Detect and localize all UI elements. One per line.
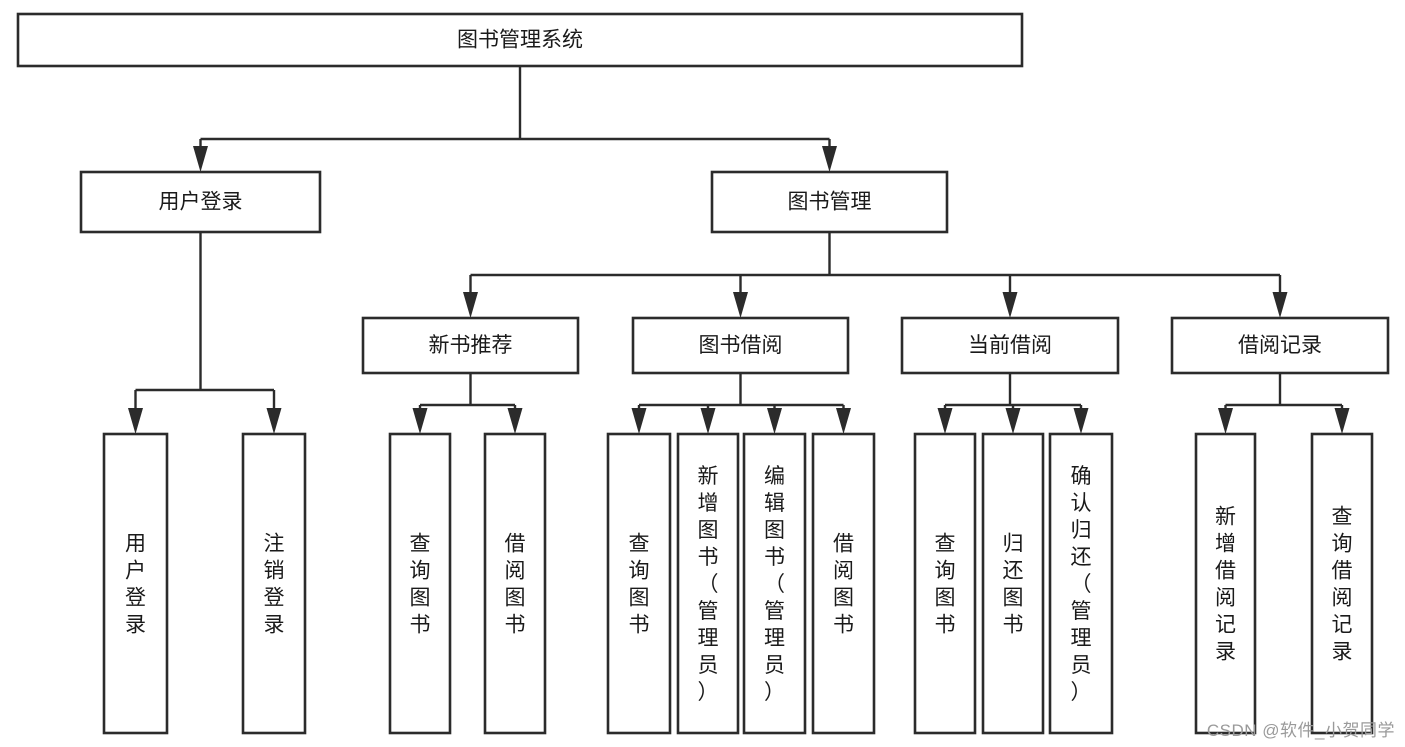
- node-box-borrow-record: [1170, 316, 1390, 375]
- node-borrow-record[interactable]: 借阅记录: [1170, 316, 1390, 375]
- node-leaf-query-book-1[interactable]: 查询图书: [388, 432, 452, 735]
- node-label-root: 图书管理系统: [457, 29, 583, 52]
- node-leaf-add-book[interactable]: 新增图书（管理员）: [676, 432, 740, 735]
- node-label-leaf-return-book: 归还图书: [1003, 533, 1024, 637]
- node-leaf-query-book-2[interactable]: 查询图书: [606, 432, 672, 735]
- connector-group-user-login: [128, 232, 282, 434]
- connector-group-new-book-rec: [412, 373, 523, 434]
- node-label-current-borrow: 当前借阅: [968, 334, 1052, 357]
- node-label-leaf-user-login: 用户登录: [125, 533, 146, 637]
- node-label-user-login: 用户登录: [159, 191, 243, 214]
- node-label-new-book-rec: 新书推荐: [429, 334, 513, 357]
- node-leaf-add-record[interactable]: 新增借阅记录: [1194, 432, 1257, 735]
- arrow-head-icon: [1002, 292, 1018, 318]
- node-label-leaf-query-book-2: 查询图书: [629, 533, 650, 637]
- node-leaf-borrow-book-1[interactable]: 借阅图书: [483, 432, 547, 735]
- arrow-head-icon: [507, 408, 523, 434]
- node-box-user-login: [79, 170, 322, 234]
- node-box-leaf-user-login: [102, 432, 169, 735]
- node-label-leaf-edit-book: 编辑图书（管理员）: [764, 465, 785, 704]
- node-label-leaf-add-record: 新增借阅记录: [1215, 506, 1236, 664]
- node-box-leaf-borrow-book-2: [811, 432, 876, 735]
- node-label-leaf-confirm-return: 确认归还（管理员）: [1071, 465, 1092, 704]
- connector-layer: [128, 66, 1350, 434]
- node-leaf-borrow-book-2[interactable]: 借阅图书: [811, 432, 876, 735]
- node-label-borrow-record: 借阅记录: [1238, 334, 1322, 357]
- connector-group-current-borrow: [937, 373, 1089, 434]
- node-leaf-edit-book[interactable]: 编辑图书（管理员）: [742, 432, 807, 735]
- node-leaf-query-book-3[interactable]: 查询图书: [913, 432, 977, 735]
- node-leaf-confirm-return[interactable]: 确认归还（管理员）: [1048, 432, 1114, 735]
- arrow-head-icon: [1005, 408, 1021, 434]
- node-leaf-logout[interactable]: 注销登录: [241, 432, 307, 735]
- node-book-manage[interactable]: 图书管理: [710, 170, 949, 234]
- node-box-leaf-query-book-1: [388, 432, 452, 735]
- node-user-login[interactable]: 用户登录: [79, 170, 322, 234]
- arrow-head-icon: [1272, 292, 1288, 318]
- arrow-head-icon: [767, 408, 782, 434]
- arrow-head-icon: [822, 146, 837, 172]
- node-box-leaf-query-record: [1310, 432, 1374, 735]
- node-box-leaf-query-book-2: [606, 432, 672, 735]
- arrow-head-icon: [1218, 408, 1233, 434]
- arrow-head-icon: [836, 408, 851, 434]
- connector-group-borrow-record: [1218, 373, 1350, 434]
- arrow-head-icon: [733, 292, 748, 318]
- node-box-current-borrow: [900, 316, 1120, 375]
- arrow-head-icon: [937, 408, 953, 434]
- node-box-leaf-add-record: [1194, 432, 1257, 735]
- node-label-book-borrow: 图书借阅: [699, 334, 783, 357]
- node-box-book-borrow: [631, 316, 850, 375]
- node-box-leaf-return-book: [981, 432, 1045, 735]
- node-box-leaf-borrow-book-1: [483, 432, 547, 735]
- node-label-leaf-query-record: 查询借阅记录: [1332, 506, 1353, 664]
- node-new-book-rec[interactable]: 新书推荐: [361, 316, 580, 375]
- node-label-leaf-logout: 注销登录: [264, 533, 285, 637]
- node-leaf-return-book[interactable]: 归还图书: [981, 432, 1045, 735]
- node-current-borrow[interactable]: 当前借阅: [900, 316, 1120, 375]
- node-box-leaf-query-book-3: [913, 432, 977, 735]
- node-leaf-query-record[interactable]: 查询借阅记录: [1310, 432, 1374, 735]
- node-box-leaf-edit-book: [742, 432, 807, 735]
- arrow-head-icon: [1334, 408, 1350, 434]
- arrow-head-icon: [631, 408, 647, 434]
- connector-group-root: [193, 66, 837, 172]
- node-label-book-manage: 图书管理: [788, 191, 872, 214]
- node-book-borrow[interactable]: 图书借阅: [631, 316, 850, 375]
- arrow-head-icon: [193, 146, 208, 172]
- node-layer: 图书管理系统用户登录图书管理新书推荐图书借阅当前借阅借阅记录用户登录注销登录查询…: [16, 12, 1390, 735]
- node-label-leaf-query-book-3: 查询图书: [935, 533, 956, 637]
- node-label-leaf-add-book: 新增图书（管理员）: [698, 465, 719, 704]
- node-leaf-user-login[interactable]: 用户登录: [102, 432, 169, 735]
- node-box-root: [16, 12, 1024, 68]
- node-label-leaf-query-book-1: 查询图书: [410, 533, 431, 637]
- arrow-head-icon: [1073, 408, 1089, 434]
- connector-group-book-borrow: [631, 373, 851, 434]
- node-label-leaf-borrow-book-2: 借阅图书: [833, 533, 854, 637]
- arrow-head-icon: [700, 408, 716, 434]
- node-box-book-manage: [710, 170, 949, 234]
- node-label-leaf-borrow-book-1: 借阅图书: [505, 533, 526, 637]
- node-root[interactable]: 图书管理系统: [16, 12, 1024, 68]
- node-box-leaf-confirm-return: [1048, 432, 1114, 735]
- arrow-head-icon: [266, 408, 282, 434]
- arrow-head-icon: [412, 408, 428, 434]
- node-box-leaf-add-book: [676, 432, 740, 735]
- arrow-head-icon: [128, 408, 143, 434]
- arrow-head-icon: [463, 292, 478, 318]
- connector-group-book-manage: [463, 232, 1288, 318]
- node-box-new-book-rec: [361, 316, 580, 375]
- node-box-leaf-logout: [241, 432, 307, 735]
